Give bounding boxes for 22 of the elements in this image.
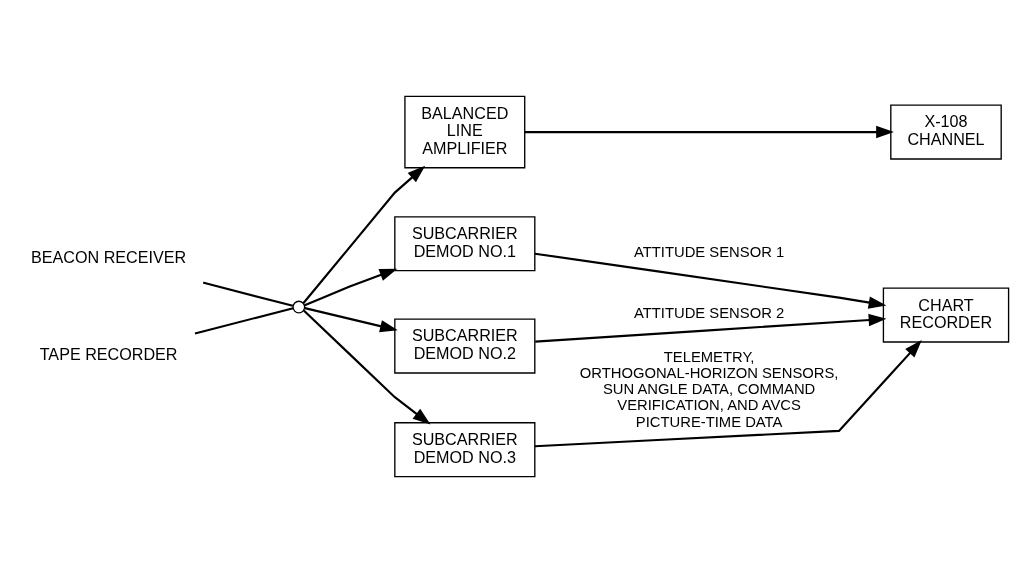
- arrow: [303, 268, 397, 307]
- node-switch: [291, 300, 305, 314]
- arrow: [534, 313, 886, 343]
- node-box: CHART RECORDER: [882, 287, 1009, 343]
- connector: [194, 307, 293, 335]
- edge-label: ATTITUDE SENSOR 1: [633, 243, 784, 260]
- arrow: [302, 165, 425, 304]
- edge-label: TELEMETRY, ORTHOGONAL-HORIZON SENSORS, SUN ANGLE DATA, COMMAND VERIFICATION, AND AVCS PICTURE-TIME DATA: [579, 348, 838, 430]
- arrow: [524, 125, 894, 139]
- node-box: X-108 CHANNEL: [889, 104, 1002, 160]
- arrow: [534, 252, 886, 309]
- node-box: SUBCARRIER DEMOD NO.1: [393, 216, 535, 272]
- node-text: TAPE RECORDER: [39, 344, 178, 363]
- node-box: SUBCARRIER DEMOD NO.2: [393, 318, 535, 374]
- node-box: BALANCED LINE AMPLIFIER: [403, 95, 525, 169]
- connector: [202, 281, 293, 307]
- node-text: BEACON RECEIVER: [30, 247, 186, 266]
- node-box: SUBCARRIER DEMOD NO.3: [393, 422, 535, 478]
- arrow: [534, 340, 922, 448]
- arrow: [304, 307, 398, 333]
- edge-label: ATTITUDE SENSOR 2: [633, 304, 784, 321]
- arrow: [302, 309, 431, 425]
